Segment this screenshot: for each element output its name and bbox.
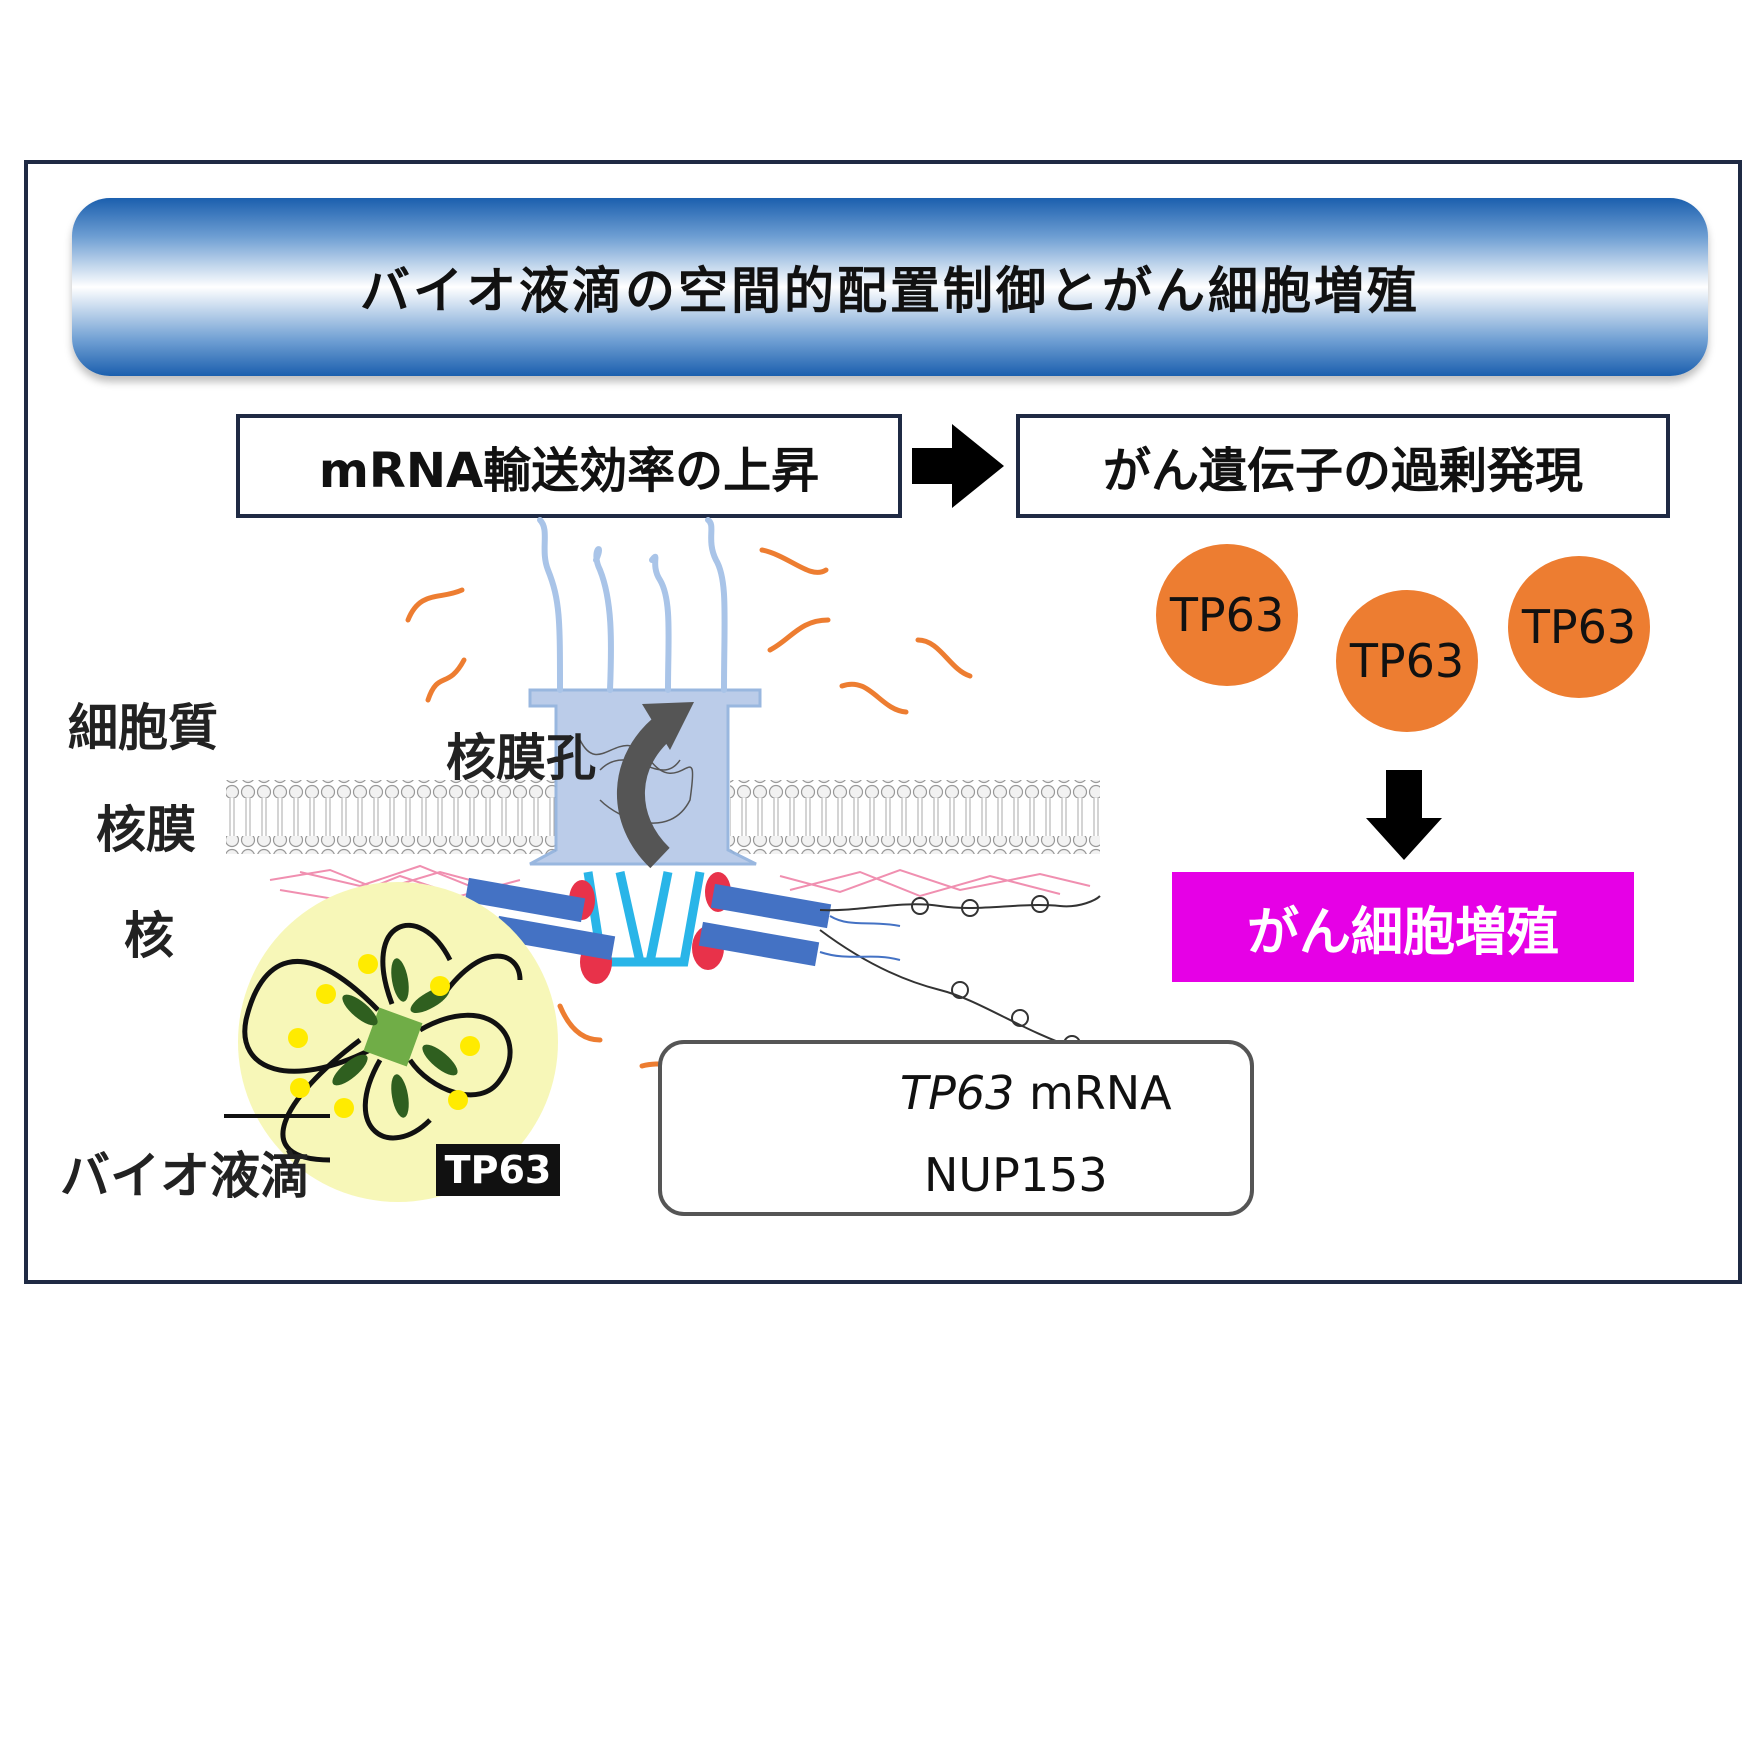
label-cytoplasm: 細胞質	[68, 699, 218, 757]
label-bio-droplet: バイオ液滴	[60, 1147, 310, 1205]
bio-droplet	[224, 882, 558, 1202]
oncogene-overexpression-box: がん遺伝子の過剰発現	[1016, 414, 1670, 518]
legend-mrna-entry: TP63 mRNA	[900, 1066, 1172, 1120]
down-arrow-icon	[1366, 770, 1442, 860]
figure-title: バイオ液滴の空間的配置制御とがん細胞増殖	[360, 262, 1420, 320]
label-nucleus: 核	[124, 907, 174, 965]
title-banner: バイオ液滴の空間的配置制御とがん細胞増殖	[72, 198, 1708, 376]
cancer-proliferation-box: がん細胞増殖	[1172, 872, 1634, 982]
tp63-protein: TP63	[1156, 544, 1298, 686]
nup153-bars	[464, 877, 832, 967]
right-arrow-icon	[912, 424, 1004, 508]
label-nuclear-pore: 核膜孔	[446, 729, 596, 787]
label-nuclear-envelope: 核膜	[96, 801, 196, 859]
legend-box: TP63 mRNA NUP153	[658, 1040, 1254, 1216]
droplet-tp63-tag: TP63	[436, 1144, 560, 1196]
cancer-proliferation-label: がん細胞増殖	[1246, 902, 1559, 963]
chromatin-strands	[819, 895, 1101, 1053]
tp63-protein: TP63	[1508, 556, 1650, 698]
mrna-transport-box: mRNA輸送効率の上昇	[236, 414, 902, 518]
tp63-protein: TP63	[1336, 590, 1478, 732]
legend-mrna-suffix: mRNA	[1014, 1066, 1172, 1120]
nuclear-membrane	[226, 780, 1100, 854]
legend-mrna-gene: TP63	[900, 1066, 1015, 1120]
oncogene-label: がん遺伝子の過剰発現	[1102, 443, 1583, 499]
legend-nup153-entry: NUP153	[924, 1148, 1108, 1202]
mrna-transport-label: mRNA輸送効率の上昇	[318, 443, 820, 499]
